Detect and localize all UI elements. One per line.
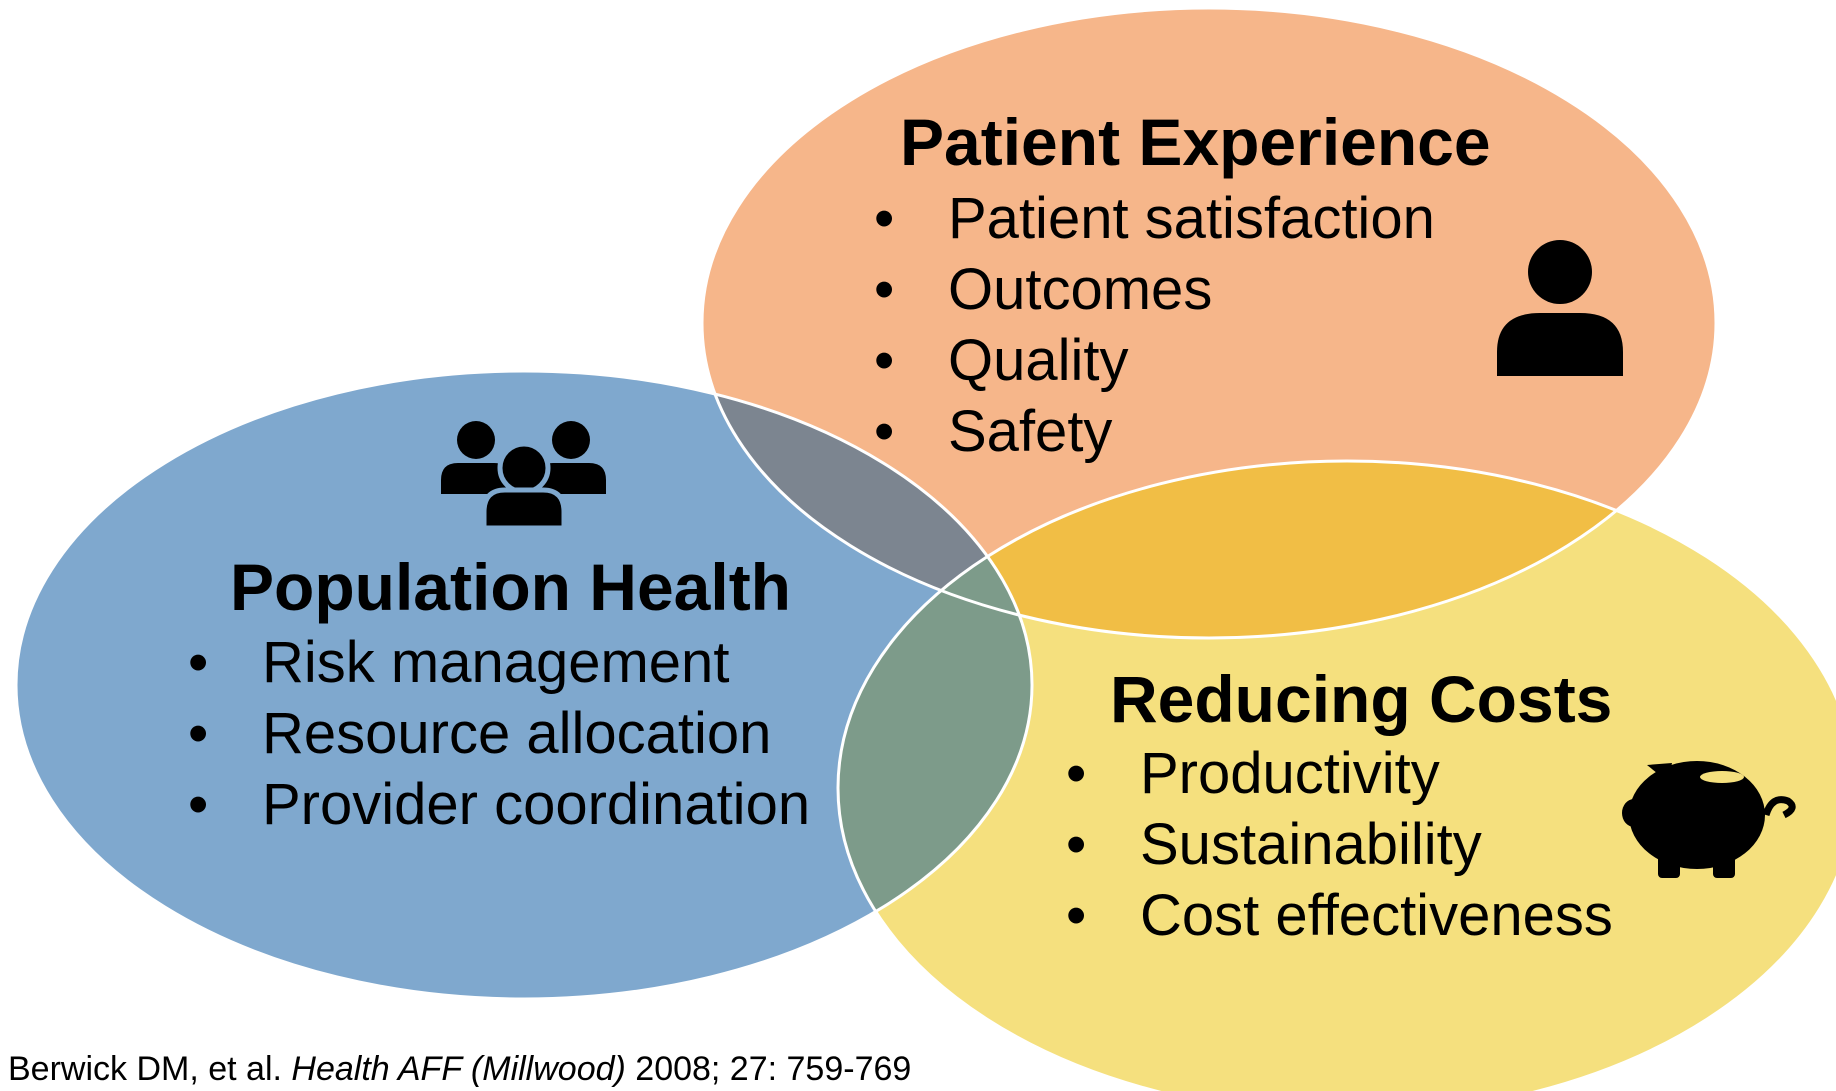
population-health-title: Population Health [230, 550, 791, 624]
population-health-list: Risk management Resource allocation Prov… [188, 627, 810, 840]
patient-experience-list: Patient satisfaction Outcomes Quality Sa… [874, 183, 1435, 467]
citation: Berwick DM, et al. Health AFF (Millwood)… [8, 1052, 911, 1086]
patient-experience-title: Patient Experience [900, 105, 1491, 179]
circle-outline-patient [700, 6, 1718, 640]
list-item: Patient satisfaction [874, 183, 1435, 254]
person-icon [1497, 240, 1623, 376]
piggy-bank-icon [1622, 761, 1796, 878]
list-item: Outcomes [874, 254, 1435, 325]
list-item: Risk management [188, 627, 810, 698]
list-item: Productivity [1066, 738, 1613, 809]
citation-journal: Health AFF (Millwood) [291, 1050, 626, 1088]
list-item: Cost effectiveness [1066, 880, 1613, 951]
group-icon [441, 421, 606, 531]
circle-outline-population [14, 369, 1034, 1001]
list-item: Sustainability [1066, 809, 1613, 880]
citation-details: 2008; 27: 759-769 [635, 1050, 912, 1088]
reducing-costs-list: Productivity Sustainability Cost effecti… [1066, 738, 1613, 951]
list-item: Quality [874, 325, 1435, 396]
list-item: Resource allocation [188, 698, 810, 769]
citation-authors: Berwick DM, et al. [8, 1050, 282, 1088]
list-item: Provider coordination [188, 769, 810, 840]
reducing-costs-title: Reducing Costs [1110, 662, 1613, 736]
list-item: Safety [874, 396, 1435, 467]
